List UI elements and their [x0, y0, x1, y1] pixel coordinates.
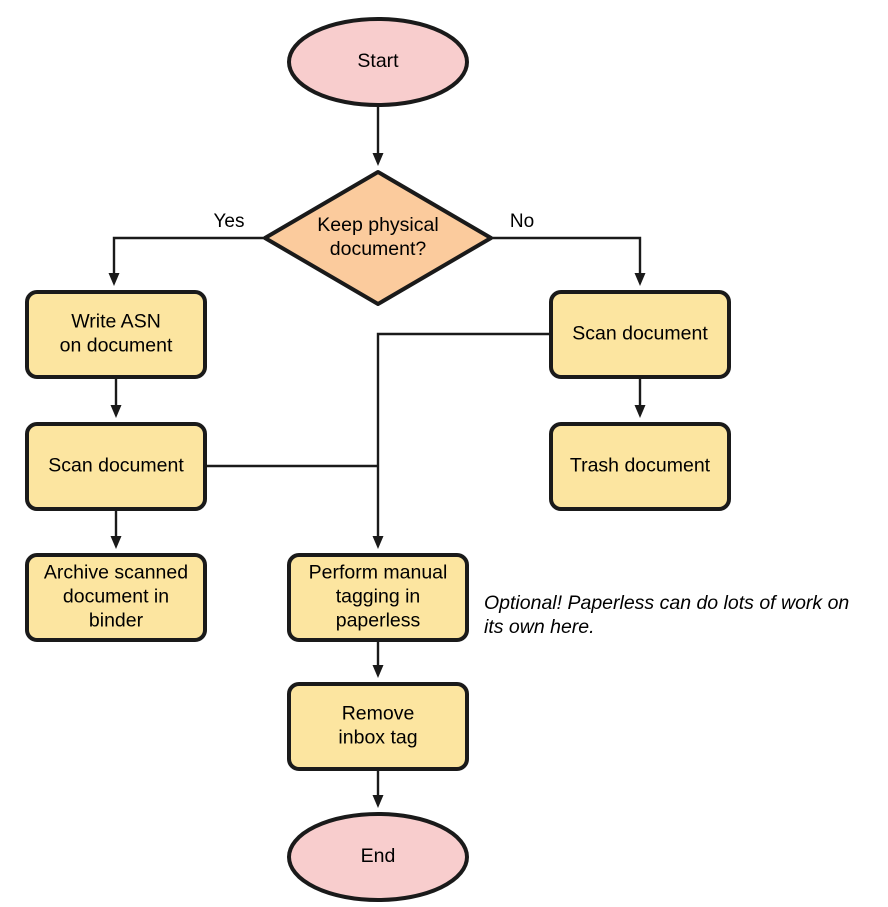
arrowhead-icon [372, 153, 384, 166]
arrowhead-icon [372, 795, 384, 808]
process-shape [25, 553, 207, 642]
edge-e-start-keep [372, 105, 384, 166]
node-label: Start [357, 50, 399, 72]
process-shape [287, 553, 469, 642]
decision-shape [263, 170, 493, 306]
edge-e-scanR-trash [634, 377, 646, 418]
arrowhead-icon [110, 405, 122, 418]
process-shape [287, 682, 469, 771]
edge-e-scanL-archive [110, 509, 122, 549]
edge-path [112, 236, 265, 275]
terminator-shape [287, 812, 469, 902]
node-trash[interactable]: Trash document [549, 422, 731, 511]
edge-e-keep-asn: Yes [108, 211, 265, 286]
arrowhead-icon [634, 273, 646, 286]
process-shape [549, 422, 731, 511]
node-label: Scan document [48, 455, 184, 477]
node-label: End [361, 845, 396, 867]
annotation-optional-note: Optional! Paperless can do lots of work … [484, 592, 849, 638]
edge-path [376, 332, 551, 538]
annotations-layer: Optional! Paperless can do lots of work … [484, 592, 849, 638]
arrowhead-icon [110, 536, 122, 549]
process-shape [549, 290, 731, 379]
node-start[interactable]: Start [287, 17, 469, 107]
process-shape [25, 290, 207, 379]
edge-e-tagging-inbox [372, 640, 384, 678]
edge-e-keep-scanR: No [492, 211, 646, 286]
edge-label-no: No [510, 211, 534, 232]
node-label: Scan document [572, 323, 708, 345]
node-end[interactable]: End [287, 812, 469, 902]
edge-label-yes: Yes [214, 211, 245, 232]
edge-e-asn-scanL [110, 377, 122, 418]
arrowhead-icon [108, 273, 120, 286]
arrowhead-icon [634, 405, 646, 418]
node-scanR[interactable]: Scan document [549, 290, 731, 379]
terminator-shape [287, 17, 469, 107]
node-scanL[interactable]: Scan document [25, 422, 207, 511]
edge-path [492, 236, 642, 275]
process-shape [25, 422, 207, 511]
arrowhead-icon [372, 665, 384, 678]
edge-e-inbox-end [372, 769, 384, 808]
arrowhead-icon [372, 536, 384, 549]
node-label: Trash document [570, 455, 711, 477]
edge-e-scanR-tagging [372, 332, 551, 549]
edges-layer: Yes No [108, 105, 646, 808]
